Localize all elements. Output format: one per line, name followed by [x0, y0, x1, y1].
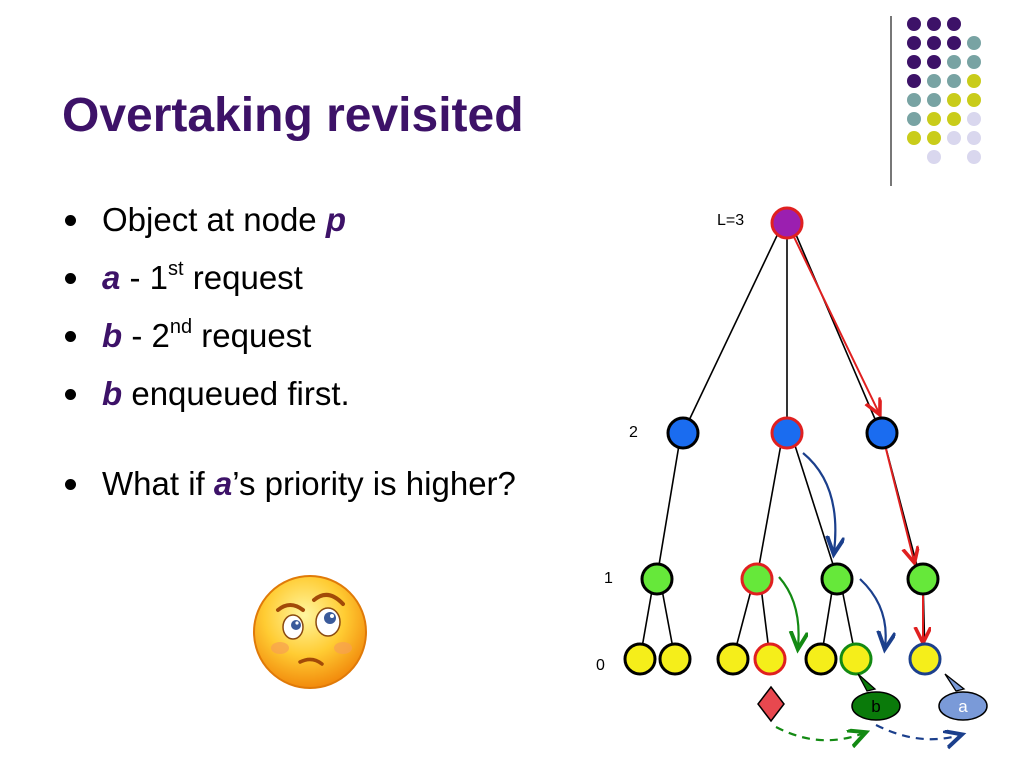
red-path-seg-2: [884, 444, 914, 561]
node-l2-left: [666, 416, 700, 450]
decor-dot: [907, 36, 921, 50]
bullet-item: Object at node p: [62, 200, 542, 240]
node-l2-right: [865, 416, 899, 450]
bullet-text: - 2: [122, 317, 170, 354]
edge-l2b-l1b: [756, 432, 784, 578]
decor-dot: [927, 131, 941, 145]
bullet-text: a: [213, 465, 233, 502]
node-l1-b: [740, 562, 774, 596]
decor-dot: [927, 55, 941, 69]
blue-arrow-l1-l0: [859, 578, 886, 647]
decor-dot: [907, 112, 921, 126]
bullet-dot: [65, 331, 76, 342]
bullet-item: b enqueued first.: [62, 374, 542, 414]
bullet-dot: [65, 215, 76, 226]
node-l0-e: [804, 642, 838, 676]
bullet-text: a: [102, 259, 121, 296]
node-l0-c: [716, 642, 750, 676]
bullet-text: b: [102, 375, 123, 412]
dashed-blue-arrow: [875, 724, 960, 739]
bullet-dot: [65, 479, 76, 490]
decor-dot: [947, 74, 961, 88]
decorative-dot-grid: [907, 17, 981, 164]
decor-dot: [967, 131, 981, 145]
decor-dot: [927, 74, 941, 88]
slide-title: Overtaking revisited: [62, 89, 524, 142]
node-l0-a: [623, 642, 657, 676]
decor-dot: [947, 131, 961, 145]
queue-b-label: b: [871, 697, 880, 716]
level-label-1: 1: [604, 570, 613, 587]
bullet-dot: [65, 273, 76, 284]
decor-dot: [967, 93, 981, 107]
red-path: [793, 236, 923, 641]
decor-dot: [907, 93, 921, 107]
queue-b-callout: b: [851, 673, 901, 721]
decor-dot: [947, 36, 961, 50]
decor-dot: [947, 17, 961, 31]
queue-a-callout: a: [938, 673, 988, 721]
node-l1-c: [820, 562, 854, 596]
bullet-text: p: [325, 201, 346, 238]
bullet-text: request: [192, 317, 312, 354]
edge-root-l2a: [682, 222, 784, 434]
bullet-text: b: [102, 317, 123, 354]
green-arrow-l1-l0: [778, 576, 799, 647]
bullet-text: nd: [169, 316, 193, 338]
decor-dot: [967, 150, 981, 164]
blue-arrow-l2-l1: [802, 452, 835, 552]
decor-dot: [927, 36, 941, 50]
bullet-item: b - 2nd request: [62, 316, 542, 356]
node-l0-d: [753, 642, 787, 676]
node-l0-b: [658, 642, 692, 676]
node-l2-middle: [770, 416, 804, 450]
tree-diagram: L=3 2 1 0 b a: [596, 206, 988, 760]
decor-dot: [967, 36, 981, 50]
decor-dot: [927, 112, 941, 126]
decor-dot: [907, 55, 921, 69]
bullet-text: st: [168, 258, 184, 280]
dashed-green-arrow: [775, 726, 864, 740]
edge-l2a-l1a: [656, 432, 682, 578]
decor-dot: [967, 112, 981, 126]
bullet-text: enqueued first.: [122, 375, 350, 412]
queue-a-label: a: [958, 697, 968, 716]
node-l1-a: [640, 562, 674, 596]
bullet-item: a - 1st request: [62, 258, 542, 298]
decor-dot: [907, 74, 921, 88]
corner-divider: [890, 16, 892, 186]
decor-dot: [947, 93, 961, 107]
puzzled-face-icon: [253, 575, 367, 689]
level-label-0: 0: [596, 657, 605, 674]
decor-dot: [927, 17, 941, 31]
node-l1-d: [906, 562, 940, 596]
decor-dot: [927, 93, 941, 107]
bullet-text: - 1: [120, 259, 169, 296]
bullet-dot: [65, 389, 76, 400]
node-l0-g: [908, 642, 942, 676]
decor-dot: [927, 150, 941, 164]
bullet-item: What if a’s priority is higher?: [62, 464, 542, 504]
decor-dot: [907, 131, 921, 145]
decor-dot: [967, 55, 981, 69]
decor-dot: [947, 55, 961, 69]
decor-dot: [947, 112, 961, 126]
diamond-marker: [757, 685, 785, 723]
red-path-seg-1: [793, 236, 879, 413]
tree-nodes: [623, 206, 942, 676]
bullet-text: request: [183, 259, 303, 296]
node-l0-f: [839, 642, 873, 676]
bullet-text: Object at node: [102, 201, 326, 238]
level-label-root: L=3: [717, 212, 744, 229]
decor-dot: [967, 74, 981, 88]
node-root: [770, 206, 804, 240]
edge-l2b-l1c: [790, 432, 838, 578]
decor-dot: [907, 17, 921, 31]
edge-root-l2c: [790, 222, 882, 434]
bullet-text: ’s priority is higher?: [232, 465, 516, 502]
level-label-2: 2: [629, 424, 638, 441]
bullet-text: What if: [102, 465, 214, 502]
